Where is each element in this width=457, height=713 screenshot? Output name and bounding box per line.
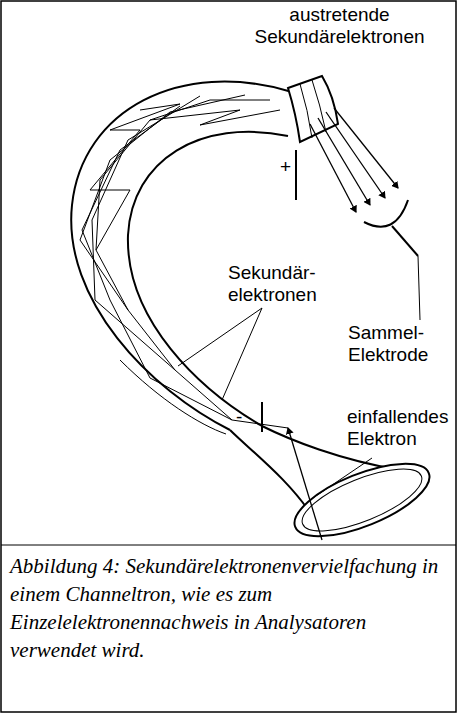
collector-electrode	[364, 200, 418, 256]
caption-divider	[1, 545, 456, 546]
terminal-sign: -	[236, 406, 256, 428]
figure-caption: Abbildung 4: Sekundärelektronenvervielfa…	[10, 552, 446, 664]
output-collar	[288, 76, 338, 142]
electron-paths	[80, 95, 322, 540]
exit-label: austretende Sekundärelektronen	[232, 4, 447, 48]
collector-label: Sammel- Elektrode	[348, 322, 448, 366]
terminal-sign: +	[280, 156, 300, 178]
incident-label: einfallendes Elektron	[347, 406, 452, 450]
channeltron-tube	[71, 82, 292, 434]
leader-lines	[178, 256, 420, 500]
exit-beam	[310, 108, 398, 212]
secondary-label: Sekundär- elektronen	[228, 262, 348, 306]
